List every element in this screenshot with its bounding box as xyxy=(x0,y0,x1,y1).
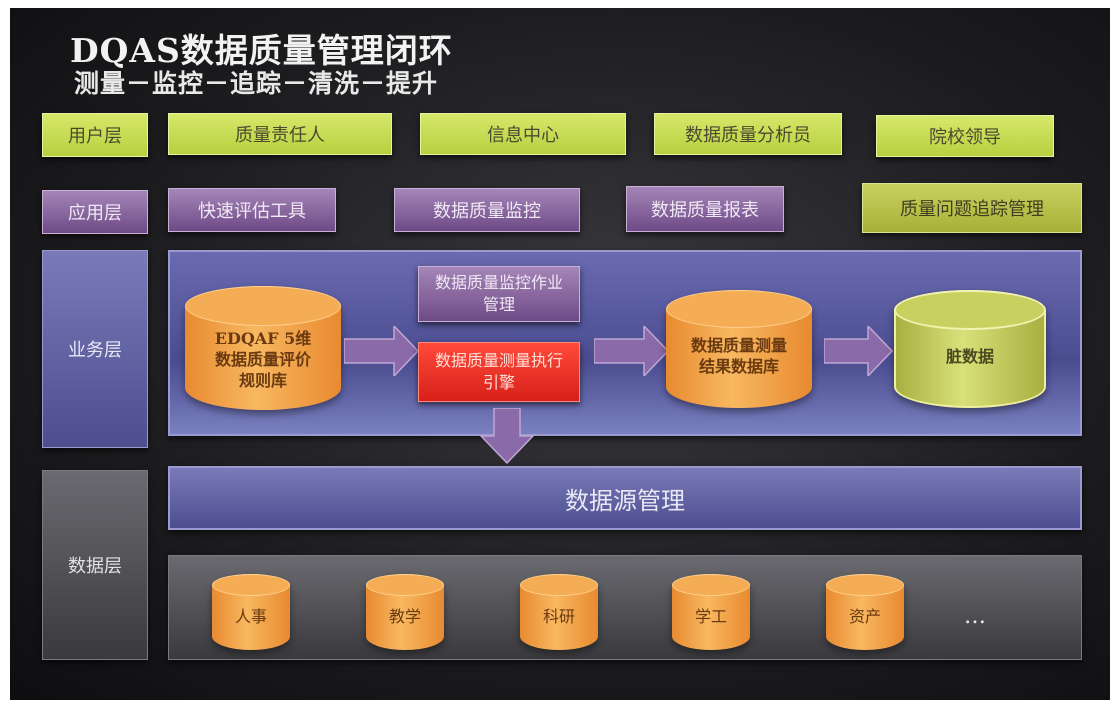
cylinder-top xyxy=(826,574,904,596)
app-quality-monitor: 数据质量监控 xyxy=(394,188,580,232)
dirty-data-label: 脏数据 xyxy=(945,346,994,366)
source-student-affairs-cylinder: 学工 xyxy=(672,574,750,650)
more-sources-ellipsis: … xyxy=(964,604,986,629)
source-label: 学工 xyxy=(694,606,727,626)
data-sources-panel xyxy=(168,555,1082,660)
source-label: 资产 xyxy=(848,606,881,626)
source-label: 教学 xyxy=(388,606,421,626)
right-arrow-icon xyxy=(594,326,670,376)
app-quick-assessment: 快速评估工具 xyxy=(168,188,336,232)
user-school-leaders: 院校领导 xyxy=(876,115,1054,157)
cylinder-top xyxy=(894,290,1046,330)
right-arrow-icon xyxy=(824,326,894,376)
app-issue-tracking: 质量问题追踪管理 xyxy=(862,183,1082,233)
source-label: 科研 xyxy=(542,606,575,626)
user-info-center: 信息中心 xyxy=(420,113,626,155)
user-data-analyst: 数据质量分析员 xyxy=(654,113,842,155)
source-teaching-cylinder: 教学 xyxy=(366,574,444,650)
cylinder-top xyxy=(520,574,598,596)
app-quality-report: 数据质量报表 xyxy=(626,186,784,232)
user-layer-label: 用户层 xyxy=(42,113,148,157)
rule-database-cylinder: EDQAF 5维 数据质量评价 规则库 xyxy=(185,286,341,410)
rule-db-line1: EDQAF 5维 xyxy=(214,328,312,348)
down-arrow-icon xyxy=(480,408,534,464)
rule-db-line3: 规则库 xyxy=(238,370,287,390)
source-hr-cylinder: 人事 xyxy=(212,574,290,650)
diagram-subtitle: 测量－监控－追踪－清洗－提升 xyxy=(74,69,439,98)
cylinder-top xyxy=(185,286,341,326)
dirty-data-cylinder: 脏数据 xyxy=(894,290,1046,408)
diagram-title: DQAS数据质量管理闭环 xyxy=(70,31,453,70)
source-label: 人事 xyxy=(234,606,267,626)
source-assets-cylinder: 资产 xyxy=(826,574,904,650)
measurement-engine: 数据质量测量执行引擎 xyxy=(418,342,580,402)
data-source-management: 数据源管理 xyxy=(168,466,1082,530)
result-db-line2: 结果数据库 xyxy=(698,357,779,376)
user-quality-owner: 质量责任人 xyxy=(168,113,392,155)
data-layer-label: 数据层 xyxy=(42,470,148,660)
app-layer-label: 应用层 xyxy=(42,190,148,234)
result-database-cylinder: 数据质量测量 结果数据库 xyxy=(666,290,812,408)
right-arrow-icon xyxy=(344,326,420,376)
source-research-cylinder: 科研 xyxy=(520,574,598,650)
rule-db-line2: 数据质量评价 xyxy=(214,349,311,369)
cylinder-top xyxy=(672,574,750,596)
result-db-line1: 数据质量测量 xyxy=(690,336,787,355)
business-layer-label: 业务层 xyxy=(42,250,148,448)
diagram-canvas: DQAS数据质量管理闭环 测量－监控－追踪－清洗－提升 用户层 质量责任人 信息… xyxy=(10,8,1110,700)
cylinder-top xyxy=(366,574,444,596)
monitor-job-management: 数据质量监控作业管理 xyxy=(418,266,580,322)
cylinder-top xyxy=(212,574,290,596)
cylinder-top xyxy=(666,290,812,328)
